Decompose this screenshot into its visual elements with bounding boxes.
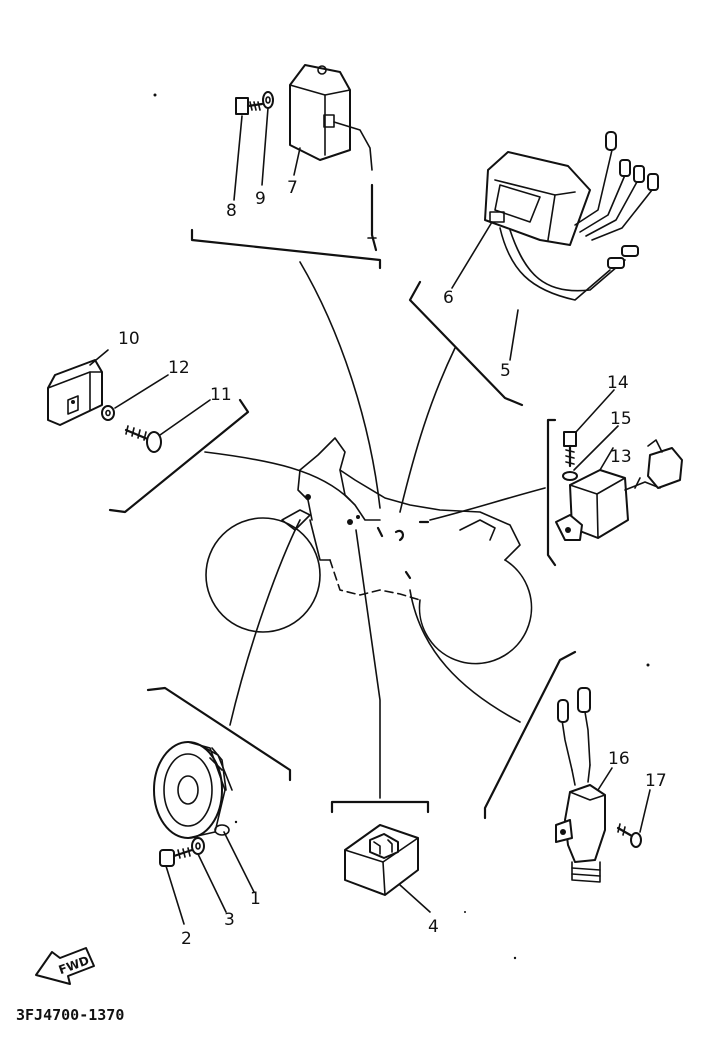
callout-10: 10: [118, 329, 140, 349]
meter-part-6: [484, 151, 591, 246]
scan-specks: [153, 93, 650, 960]
washer-part-12: [101, 405, 115, 421]
cdi-unit-part-7: [289, 64, 378, 252]
callout-15: 15: [610, 409, 632, 429]
callout-13: 13: [610, 447, 632, 467]
horn-part-1: [153, 741, 233, 839]
callout-14: 14: [607, 373, 629, 393]
callout-7: 7: [287, 178, 298, 198]
unit-part-13: [555, 439, 683, 541]
callout-4: 4: [428, 917, 439, 937]
callout-2: 2: [181, 929, 192, 949]
callout-9: 9: [255, 189, 266, 209]
bolt-part-14: [563, 431, 577, 468]
relay-part-10: [47, 359, 103, 426]
callout-11: 11: [210, 385, 232, 405]
bolt-part-8: [235, 97, 264, 115]
relay-part-4: [344, 824, 419, 896]
callout-3: 3: [224, 910, 235, 930]
callout-5: 5: [500, 361, 511, 381]
washer-part-9: [262, 91, 274, 109]
washer-part-3: [191, 837, 205, 855]
screw-part-17: [616, 823, 642, 848]
washer-part-15: [562, 471, 578, 481]
callout-12: 12: [168, 358, 190, 378]
fwd-arrow-icon: FWD: [35, 947, 95, 985]
callout-16: 16: [608, 749, 630, 769]
callout-17: 17: [645, 771, 667, 791]
bolt-part-11: [124, 425, 162, 453]
group-brackets: [108, 228, 577, 820]
switch-part-16: [555, 687, 606, 883]
callout-leaders: [89, 107, 651, 925]
callout-numbers: 1 2 3 4 5 6 7 8 9 10 11 12 13 14 15 16 1…: [118, 178, 667, 949]
bolt-part-2: [159, 847, 194, 867]
leader-lines: [204, 261, 546, 799]
motorcycle-outline: [205, 437, 533, 665]
callout-8: 8: [226, 201, 237, 221]
callout-6: 6: [443, 288, 454, 308]
callout-1: 1: [250, 889, 261, 909]
diagram-code: 3FJ4700-1370: [16, 1006, 124, 1024]
wire-harness-part-5: [499, 131, 659, 301]
